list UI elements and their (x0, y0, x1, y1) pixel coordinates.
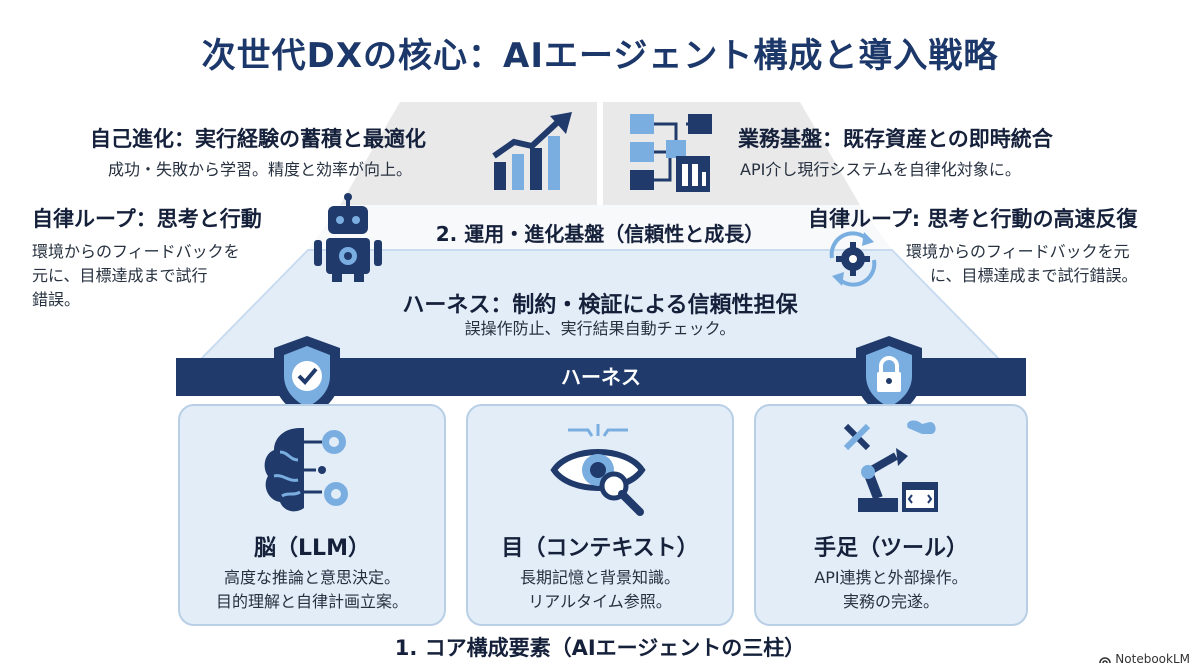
pillar-tools-line-1: API連携と外部操作。 (814, 568, 968, 587)
pillar-eye-line-1: 長期記憶と背景知識。 (519, 568, 680, 587)
notebooklm-logo-icon (1099, 657, 1112, 664)
autonomous-loop-left-line-2: 元に、目標達成まで試行 (32, 266, 208, 285)
shield-lock-icon (856, 336, 922, 418)
harness-heading: ハーネス：制約・検証による信頼性担保 (402, 293, 798, 318)
layer1-label: 1. コア構成要素（AIエージェントの三柱） (394, 636, 806, 660)
pillar-brain-line-2: 目的理解と自律計画立案。 (215, 592, 408, 611)
pillar-card-eye (466, 404, 734, 626)
autonomous-loop-right-line-1: 環境からのフィードバックを元 (906, 242, 1130, 261)
business-foundation-text: API介し現行システムを自律化対象に。 (740, 160, 1021, 179)
autonomous-loop-left-line-3: 錯誤。 (32, 290, 81, 309)
system-integration-icon (630, 114, 712, 192)
pillar-brain-line-1: 高度な推論と意思決定。 (223, 568, 400, 587)
pillar-tools-line-2: 実務の完遂。 (842, 592, 939, 611)
page-title: 次世代DXの核心：AIエージェント構成と導入戦略 (201, 36, 999, 76)
autonomous-loop-right-line-2: に、目標達成まで試行錯誤。 (930, 266, 1138, 285)
robot-arm-tools-icon (843, 420, 938, 512)
pillar-eye-line-2: リアルタイム参照。 (528, 592, 672, 611)
pillar-eye-title: 目（コンテキスト） (501, 536, 699, 561)
self-evolution-heading: 自己進化：実行経験の蓄積と最適化 (90, 127, 426, 151)
brain-gear-icon (264, 428, 348, 512)
autonomous-loop-left-heading: 自律ループ：思考と行動 (32, 207, 262, 231)
pillar-brain-title: 脳（LLM） (254, 536, 370, 561)
growth-chart-icon (492, 112, 572, 190)
robot-icon (314, 193, 382, 282)
pillar-card-tools (754, 404, 1028, 626)
autonomous-loop-left-line-1: 環境からのフィードバックを (32, 242, 240, 261)
self-evolution-text: 成功・失敗から学習。精度と効率が向上。 (108, 160, 413, 179)
layer2-label: 2. 運用・進化基盤（信頼性と成長） (435, 222, 765, 246)
pillar-tools-title: 手足（ツール） (813, 536, 968, 561)
autonomous-loop-right-heading: 自律ループ: 思考と行動の高速反復 (808, 207, 1138, 231)
harness-text: 誤操作防止、実行結果自動チェック。 (464, 319, 736, 338)
gear-cycle-icon (829, 231, 877, 287)
harness-bar-label: ハーネス (561, 365, 641, 389)
brand-label: NotebookLM (1115, 652, 1190, 666)
business-foundation-heading: 業務基盤：既存資産との即時統合 (738, 127, 1053, 151)
eye-magnifier-icon (550, 424, 646, 516)
notebooklm-brand: NotebookLM (1099, 652, 1190, 666)
shield-check-icon (274, 336, 340, 418)
